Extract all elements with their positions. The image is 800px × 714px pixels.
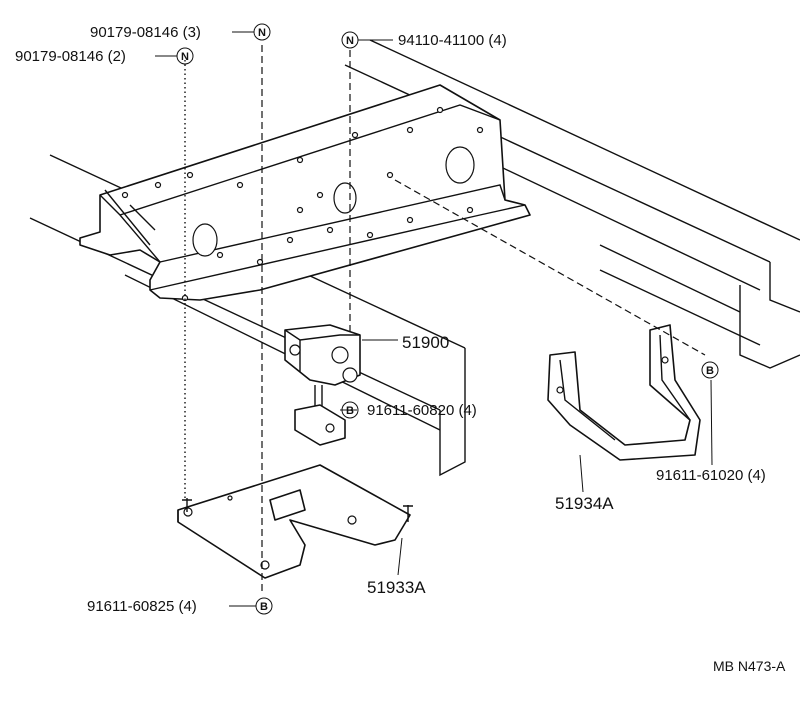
u-bracket (547, 324, 701, 461)
n-symbol-3-text: N (346, 35, 354, 47)
b-symbol-2 (701, 361, 719, 379)
n-symbol-2-text: N (181, 51, 189, 63)
label-51900: 51900 (402, 333, 449, 352)
label-90179-08146-2: 90179-08146 (2) (15, 48, 126, 65)
label-91611-60825: 91611-60825 (4) (87, 598, 197, 615)
label-90179-08146-3: 90179-08146 (3) (90, 24, 201, 41)
bracket-plate (177, 464, 413, 579)
label-94110-41100: 94110-41100 (4) (398, 32, 507, 49)
b-symbol-2-text: B (706, 365, 714, 377)
carrier-hanger (284, 324, 361, 446)
n-symbol-1-text: N (258, 27, 266, 39)
callout-labels: 90179-08146 (3) 90179-08146 (2) 94110-41… (15, 24, 786, 674)
cross-member (79, 84, 531, 302)
label-91611-60820: 91611-60820 (4) (367, 402, 477, 419)
b-symbol-3-text: B (260, 601, 268, 613)
b-symbol-1 (341, 401, 359, 419)
reference-code: MB N473-A (713, 658, 786, 674)
label-91611-61020: 91611-61020 (4) (656, 467, 766, 484)
b-symbol-1-text: B (346, 405, 354, 417)
label-51934A: 51934A (555, 494, 614, 513)
label-51933A: 51933A (367, 578, 426, 597)
callout-symbols: N N N B B B (155, 23, 719, 615)
fastener-leaders (184, 45, 713, 595)
